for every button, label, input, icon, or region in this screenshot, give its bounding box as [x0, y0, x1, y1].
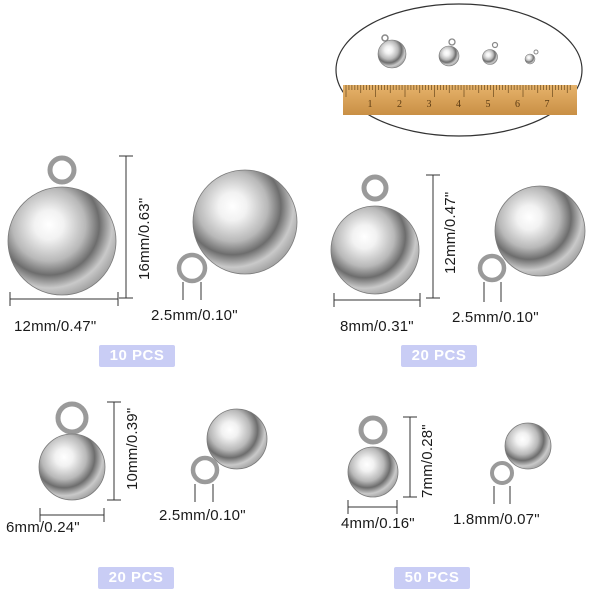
height-label-16mm: 16mm/0.63": [136, 197, 153, 280]
bead-side: [192, 169, 298, 275]
width-label-12mm: 8mm/0.31": [340, 318, 414, 335]
ruler-number: 2: [397, 99, 402, 110]
height-label-7mm: 7mm/0.28": [419, 424, 436, 498]
ruler-number: 6: [515, 99, 520, 110]
ruler-number: 4: [456, 99, 461, 110]
height-label-12mm: 12mm/0.47": [442, 191, 459, 274]
count-badge-20pcs-b: 20 PCS: [98, 567, 174, 589]
count-badge-10pcs: 10 PCS: [99, 345, 175, 367]
count-badge-50pcs: 50 PCS: [394, 567, 470, 589]
small-beads-row: [377, 34, 539, 69]
loop-label-16mm: 2.5mm/0.10": [151, 307, 238, 324]
group-12mm: [330, 174, 586, 307]
group-10mm: [38, 401, 268, 522]
group-7mm: [347, 415, 552, 514]
ruler-number: 3: [427, 99, 432, 110]
width-label-10mm: 6mm/0.24": [6, 519, 80, 536]
size-reference-ellipse: 1 2 3 4 5 6 7: [335, 3, 583, 137]
width-label-7mm: 4mm/0.16": [341, 515, 415, 532]
loop-label-10mm: 2.5mm/0.10": [159, 507, 246, 524]
bead-front: [7, 186, 117, 296]
ruler-number: 5: [486, 99, 491, 110]
count-badge-20pcs-a: 20 PCS: [401, 345, 477, 367]
ruler-number: 7: [545, 99, 550, 110]
bead-loop: [47, 155, 77, 185]
bead-side-loop: [176, 252, 208, 284]
height-label-10mm: 10mm/0.39": [124, 407, 141, 490]
ruler-number: 1: [368, 99, 373, 110]
loop-label-12mm: 2.5mm/0.10": [452, 309, 539, 326]
width-label-16mm: 12mm/0.47": [14, 318, 97, 335]
loop-label-7mm: 1.8mm/0.07": [453, 511, 540, 528]
group-16mm: [7, 155, 298, 306]
